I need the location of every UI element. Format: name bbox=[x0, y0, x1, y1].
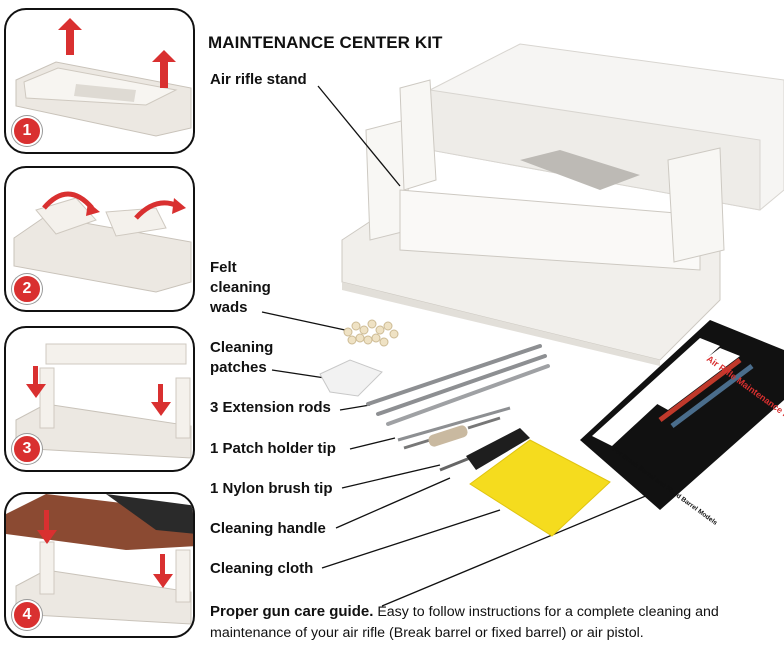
label-nylon-brush: 1 Nylon brush tip bbox=[210, 480, 333, 497]
step-3-badge: 3 bbox=[12, 434, 42, 464]
step-4-illustration bbox=[6, 494, 193, 625]
label-felt-wads: Felt cleaning wads bbox=[210, 259, 271, 316]
label-patches: Cleaning patches bbox=[210, 339, 274, 376]
tray-front bbox=[342, 282, 660, 366]
label-patch-holder: 1 Patch holder tip bbox=[210, 440, 336, 457]
step-3-illustration bbox=[15, 343, 192, 459]
stand-right-post bbox=[667, 147, 725, 263]
step-2-illustration bbox=[13, 191, 192, 293]
label-cleaning-handle: Cleaning handle bbox=[210, 520, 326, 537]
step-1-illustration bbox=[15, 18, 192, 137]
patch-holder-tip bbox=[397, 406, 511, 442]
step-panel-3: 3 bbox=[4, 326, 195, 472]
page-title: MAINTENANCE CENTER KIT bbox=[208, 33, 443, 52]
felt-wads bbox=[343, 319, 399, 347]
stand-rail bbox=[399, 189, 701, 271]
leader-lines bbox=[261, 85, 661, 607]
extension-rods bbox=[366, 344, 550, 426]
cleaning-cloth bbox=[469, 439, 611, 537]
label-air-rifle-stand: Air rifle stand bbox=[210, 71, 307, 88]
label-extension-rods: 3 Extension rods bbox=[210, 399, 331, 416]
guide-bold: Proper gun care guide. bbox=[210, 603, 374, 620]
nylon-brush-tip bbox=[403, 416, 501, 450]
step-panel-4: 4 bbox=[4, 492, 195, 638]
step-1-badge: 1 bbox=[12, 116, 42, 146]
label-cleaning-cloth: Cleaning cloth bbox=[210, 560, 314, 577]
step-4-badge: 4 bbox=[12, 600, 42, 630]
step-2-badge: 2 bbox=[12, 274, 42, 304]
cleaning-handle bbox=[439, 428, 530, 472]
guide-caption: Proper gun care guide. Easy to follow in… bbox=[210, 601, 780, 644]
cleaning-patches bbox=[319, 359, 383, 397]
box-lid-handle bbox=[520, 150, 640, 190]
step-panel-1: 1 bbox=[4, 8, 195, 154]
guide-text: Easy to follow instructions for a comple… bbox=[210, 604, 719, 641]
step-panel-2: 2 bbox=[4, 166, 195, 312]
stand-rear-post bbox=[399, 79, 437, 191]
